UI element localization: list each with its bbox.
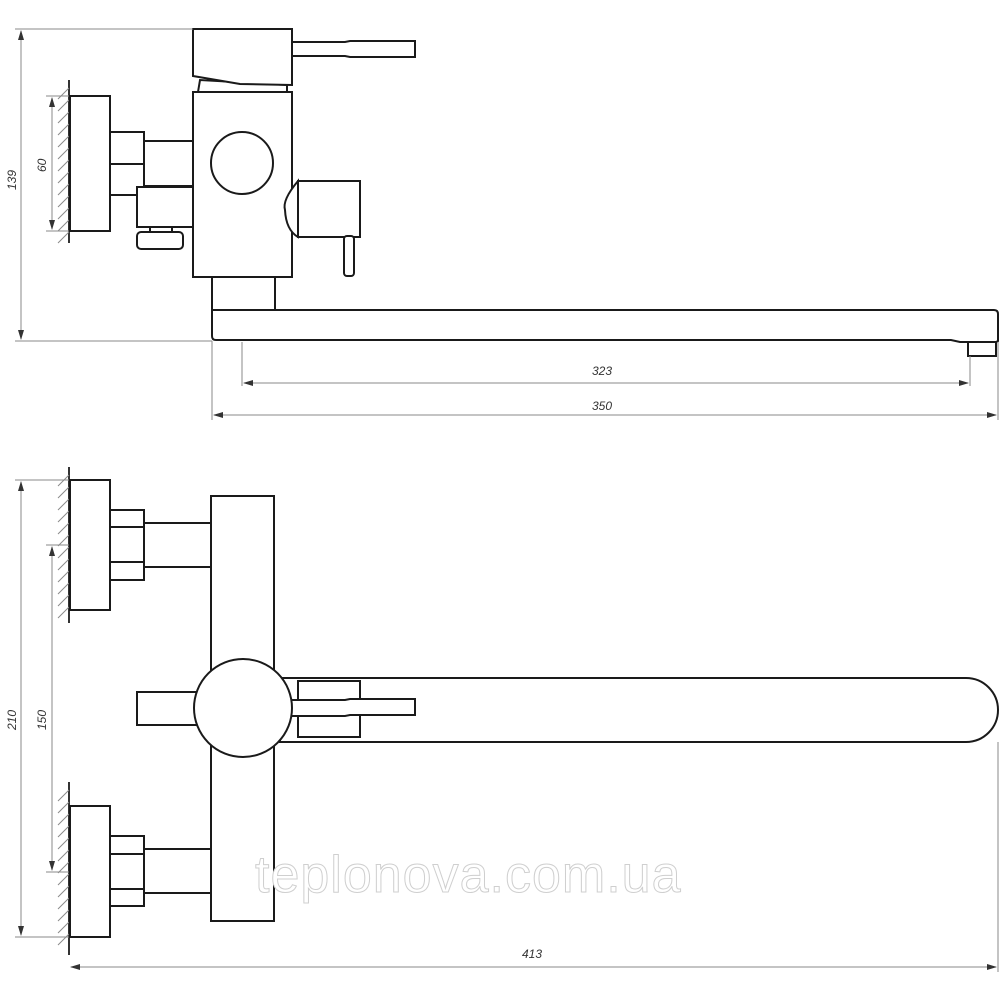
- bracket: [136, 186, 194, 228]
- dim-323: 323: [592, 364, 612, 378]
- wall-flange: [69, 95, 111, 232]
- watermark: teplonova.com.ua: [255, 846, 682, 905]
- spout: [211, 309, 999, 343]
- handle-stub: [136, 691, 198, 726]
- upper-wall-flange: [69, 479, 111, 611]
- dim-60: 60: [35, 158, 49, 172]
- lower-inlet-pipe: [143, 848, 214, 894]
- diverter-lever: [343, 235, 355, 277]
- dim-210: 210: [5, 710, 19, 731]
- dim-350: 350: [592, 399, 612, 413]
- side-view: 139 60 323 350: [5, 28, 999, 420]
- diverter-housing: [283, 178, 299, 239]
- lower-nut: [109, 835, 145, 907]
- diverter-circle: [210, 131, 274, 195]
- diverter-cap: [297, 180, 361, 238]
- diverter-knob: [136, 231, 184, 250]
- lower-wall-flange: [69, 805, 111, 938]
- front-lever: [289, 698, 416, 717]
- front-cartridge-circle: [193, 658, 293, 758]
- spout-neck: [211, 276, 276, 311]
- dim-150: 150: [35, 710, 49, 730]
- front-view: 210 150 413: [5, 467, 999, 972]
- wall-hatch-top: [57, 80, 70, 244]
- dim-413: 413: [522, 947, 542, 961]
- wall-hatch-lower: [57, 782, 70, 955]
- front-spout: [279, 677, 999, 743]
- lever-handle: [291, 40, 416, 58]
- upper-inlet-pipe: [143, 522, 214, 568]
- aerator: [967, 341, 997, 357]
- upper-nut: [109, 509, 145, 581]
- dim-139: 139: [5, 170, 19, 190]
- lever-handle-base: [192, 28, 293, 87]
